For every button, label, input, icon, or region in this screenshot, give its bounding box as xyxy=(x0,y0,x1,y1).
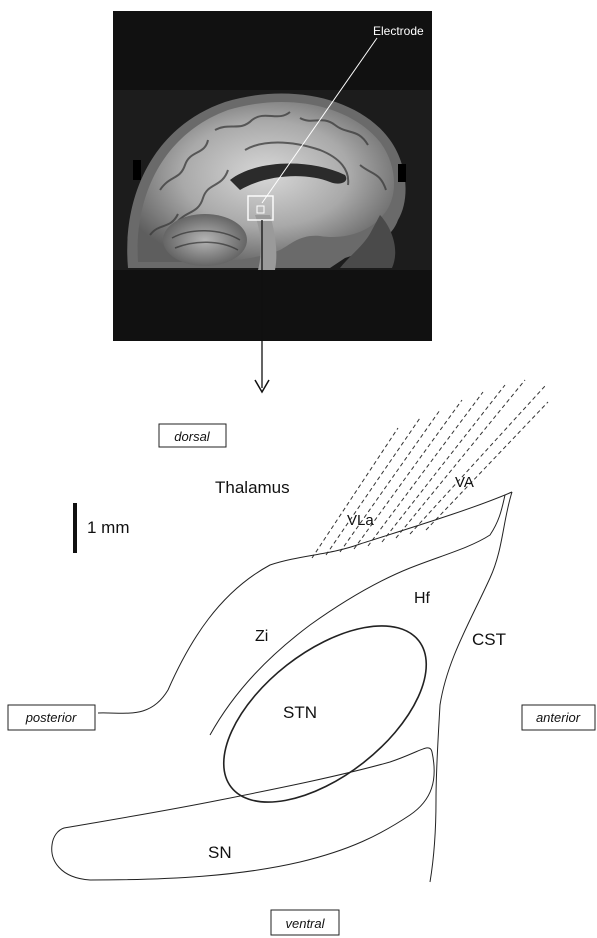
posterior-label: posterior xyxy=(25,710,77,725)
ventral-label: ventral xyxy=(285,916,325,931)
orientation-ventral: ventral xyxy=(271,910,339,935)
orientation-posterior: posterior xyxy=(8,705,95,730)
stn-ellipse xyxy=(193,592,457,836)
cst-boundary xyxy=(430,492,512,882)
fiber-dashed-lines xyxy=(312,380,548,558)
thalamus-boundary xyxy=(98,492,512,713)
scale-bar-label: 1 mm xyxy=(87,518,130,537)
electrode-label: Electrode xyxy=(373,24,424,38)
hf-label: Hf xyxy=(414,590,431,607)
orientation-dorsal: dorsal xyxy=(159,424,226,447)
scale-bar: 1 mm xyxy=(73,503,130,553)
cst-label: CST xyxy=(472,630,506,649)
sn-outline xyxy=(52,748,434,880)
orientation-anterior: anterior xyxy=(522,705,595,730)
stn-label: STN xyxy=(283,703,317,722)
zi-label: Zi xyxy=(255,628,268,645)
thalamus-label: Thalamus xyxy=(215,478,290,497)
anterior-label: anterior xyxy=(536,710,581,725)
sn-label: SN xyxy=(208,843,232,862)
zi-hf-boundary xyxy=(210,495,505,735)
mri-panel: Electrode xyxy=(113,11,432,341)
vla-label: VLa xyxy=(347,512,374,529)
scale-bar-line xyxy=(73,503,77,553)
va-label: VA xyxy=(455,474,474,491)
mri-cerebellum xyxy=(163,214,247,266)
dorsal-label: dorsal xyxy=(174,429,211,444)
